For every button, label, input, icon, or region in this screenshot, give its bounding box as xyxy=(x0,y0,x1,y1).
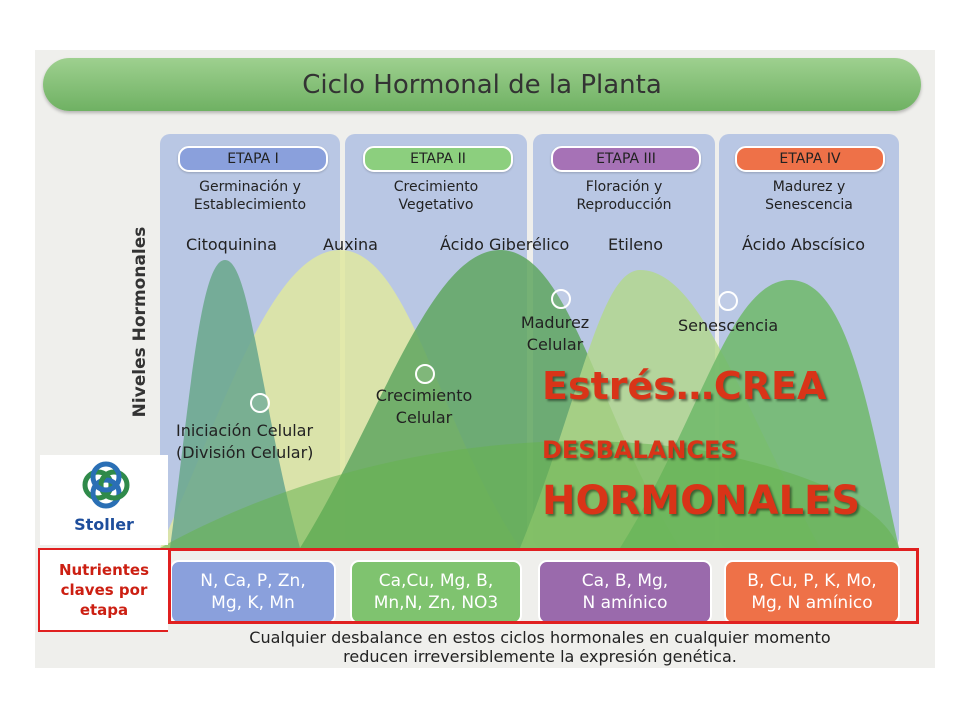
stress-line-2: DESBALANCES xyxy=(542,436,738,464)
stage-1-label: ETAPA I xyxy=(227,151,279,167)
stage-1-name: Germinación y Establecimiento xyxy=(193,179,307,213)
stage-2-name: Crecimiento Vegetativo xyxy=(393,179,479,213)
milestone-label-4: Senescencia xyxy=(678,316,779,335)
stage-3-label: ETAPA III xyxy=(596,151,656,167)
stage-badge-4: ETAPA IV xyxy=(735,146,885,172)
stage-4-name: Madurez y Senescencia xyxy=(765,179,853,213)
y-axis-label: Niveles Hormonales xyxy=(130,226,150,418)
nutrient-2-line1: Ca,Cu, Mg, B, xyxy=(378,571,494,591)
side-note: Nutrientes claves por etapa xyxy=(38,548,168,632)
stage-badge-1: ETAPA I xyxy=(178,146,328,172)
stage-2-label: ETAPA II xyxy=(410,151,466,167)
curve-base xyxy=(160,441,899,548)
hormone-citoquinina: Citoquinina xyxy=(186,235,277,254)
nutrient-4-line2: Mg, N amínico xyxy=(751,593,873,613)
title-bar: Ciclo Hormonal de la Planta xyxy=(43,58,921,111)
nutrient-box-2: Ca,Cu, Mg, B, Mn,N, Zn, NO3 xyxy=(350,560,522,624)
nutrient-1-line1: N, Ca, P, Zn, xyxy=(200,571,306,591)
logo-icon xyxy=(82,461,130,509)
milestone-label-2: Crecimiento Celular xyxy=(375,386,473,427)
stress-line-1: Estrés…CREA xyxy=(542,364,827,408)
logo-text: Stoller xyxy=(74,515,134,534)
hormone-abscisico: Ácido Abscísico xyxy=(742,235,865,254)
nutrient-4-line1: B, Cu, P, K, Mo, xyxy=(747,571,877,591)
curve-citoquinina xyxy=(170,260,300,548)
nutrient-box-4: B, Cu, P, K, Mo, Mg, N amínico xyxy=(724,560,900,624)
milestone-marker-1 xyxy=(250,393,270,413)
milestone-label-3: Madurez Celular xyxy=(520,313,590,354)
milestone-marker-4 xyxy=(718,291,738,311)
nutrient-1-line2: Mg, K, Mn xyxy=(211,593,295,613)
stoller-logo: Stoller xyxy=(40,455,168,545)
milestone-marker-3 xyxy=(551,289,571,309)
nutrient-3-line1: Ca, B, Mg, xyxy=(581,571,669,591)
nutrient-2-line2: Mn,N, Zn, NO3 xyxy=(373,593,499,613)
milestone-marker-2 xyxy=(415,364,435,384)
nutrients-highlight-frame xyxy=(168,548,919,624)
hormone-etileno: Etileno xyxy=(608,235,664,254)
stage-badge-2: ETAPA II xyxy=(363,146,513,172)
stage-4-label: ETAPA IV xyxy=(779,151,841,167)
stress-line-3: HORMONALES xyxy=(542,478,861,524)
hormone-giberelico: Ácido Giberélico xyxy=(440,235,570,254)
hormone-auxina: Auxina xyxy=(323,235,378,254)
footer-note: Cualquier desbalance en estos ciclos hor… xyxy=(249,628,831,666)
side-note-text: Nutrientes claves por etapa xyxy=(58,561,150,619)
diagram-title: Ciclo Hormonal de la Planta xyxy=(302,69,662,100)
stage-badge-3: ETAPA III xyxy=(551,146,701,172)
nutrient-box-3: Ca, B, Mg, N amínico xyxy=(538,560,712,624)
nutrient-3-line2: N amínico xyxy=(582,593,668,613)
nutrient-box-1: N, Ca, P, Zn, Mg, K, Mn xyxy=(170,560,336,624)
stage-3-name: Floración y Reproducción xyxy=(576,179,672,213)
milestone-label-1: Iniciación Celular (División Celular) xyxy=(176,421,314,462)
